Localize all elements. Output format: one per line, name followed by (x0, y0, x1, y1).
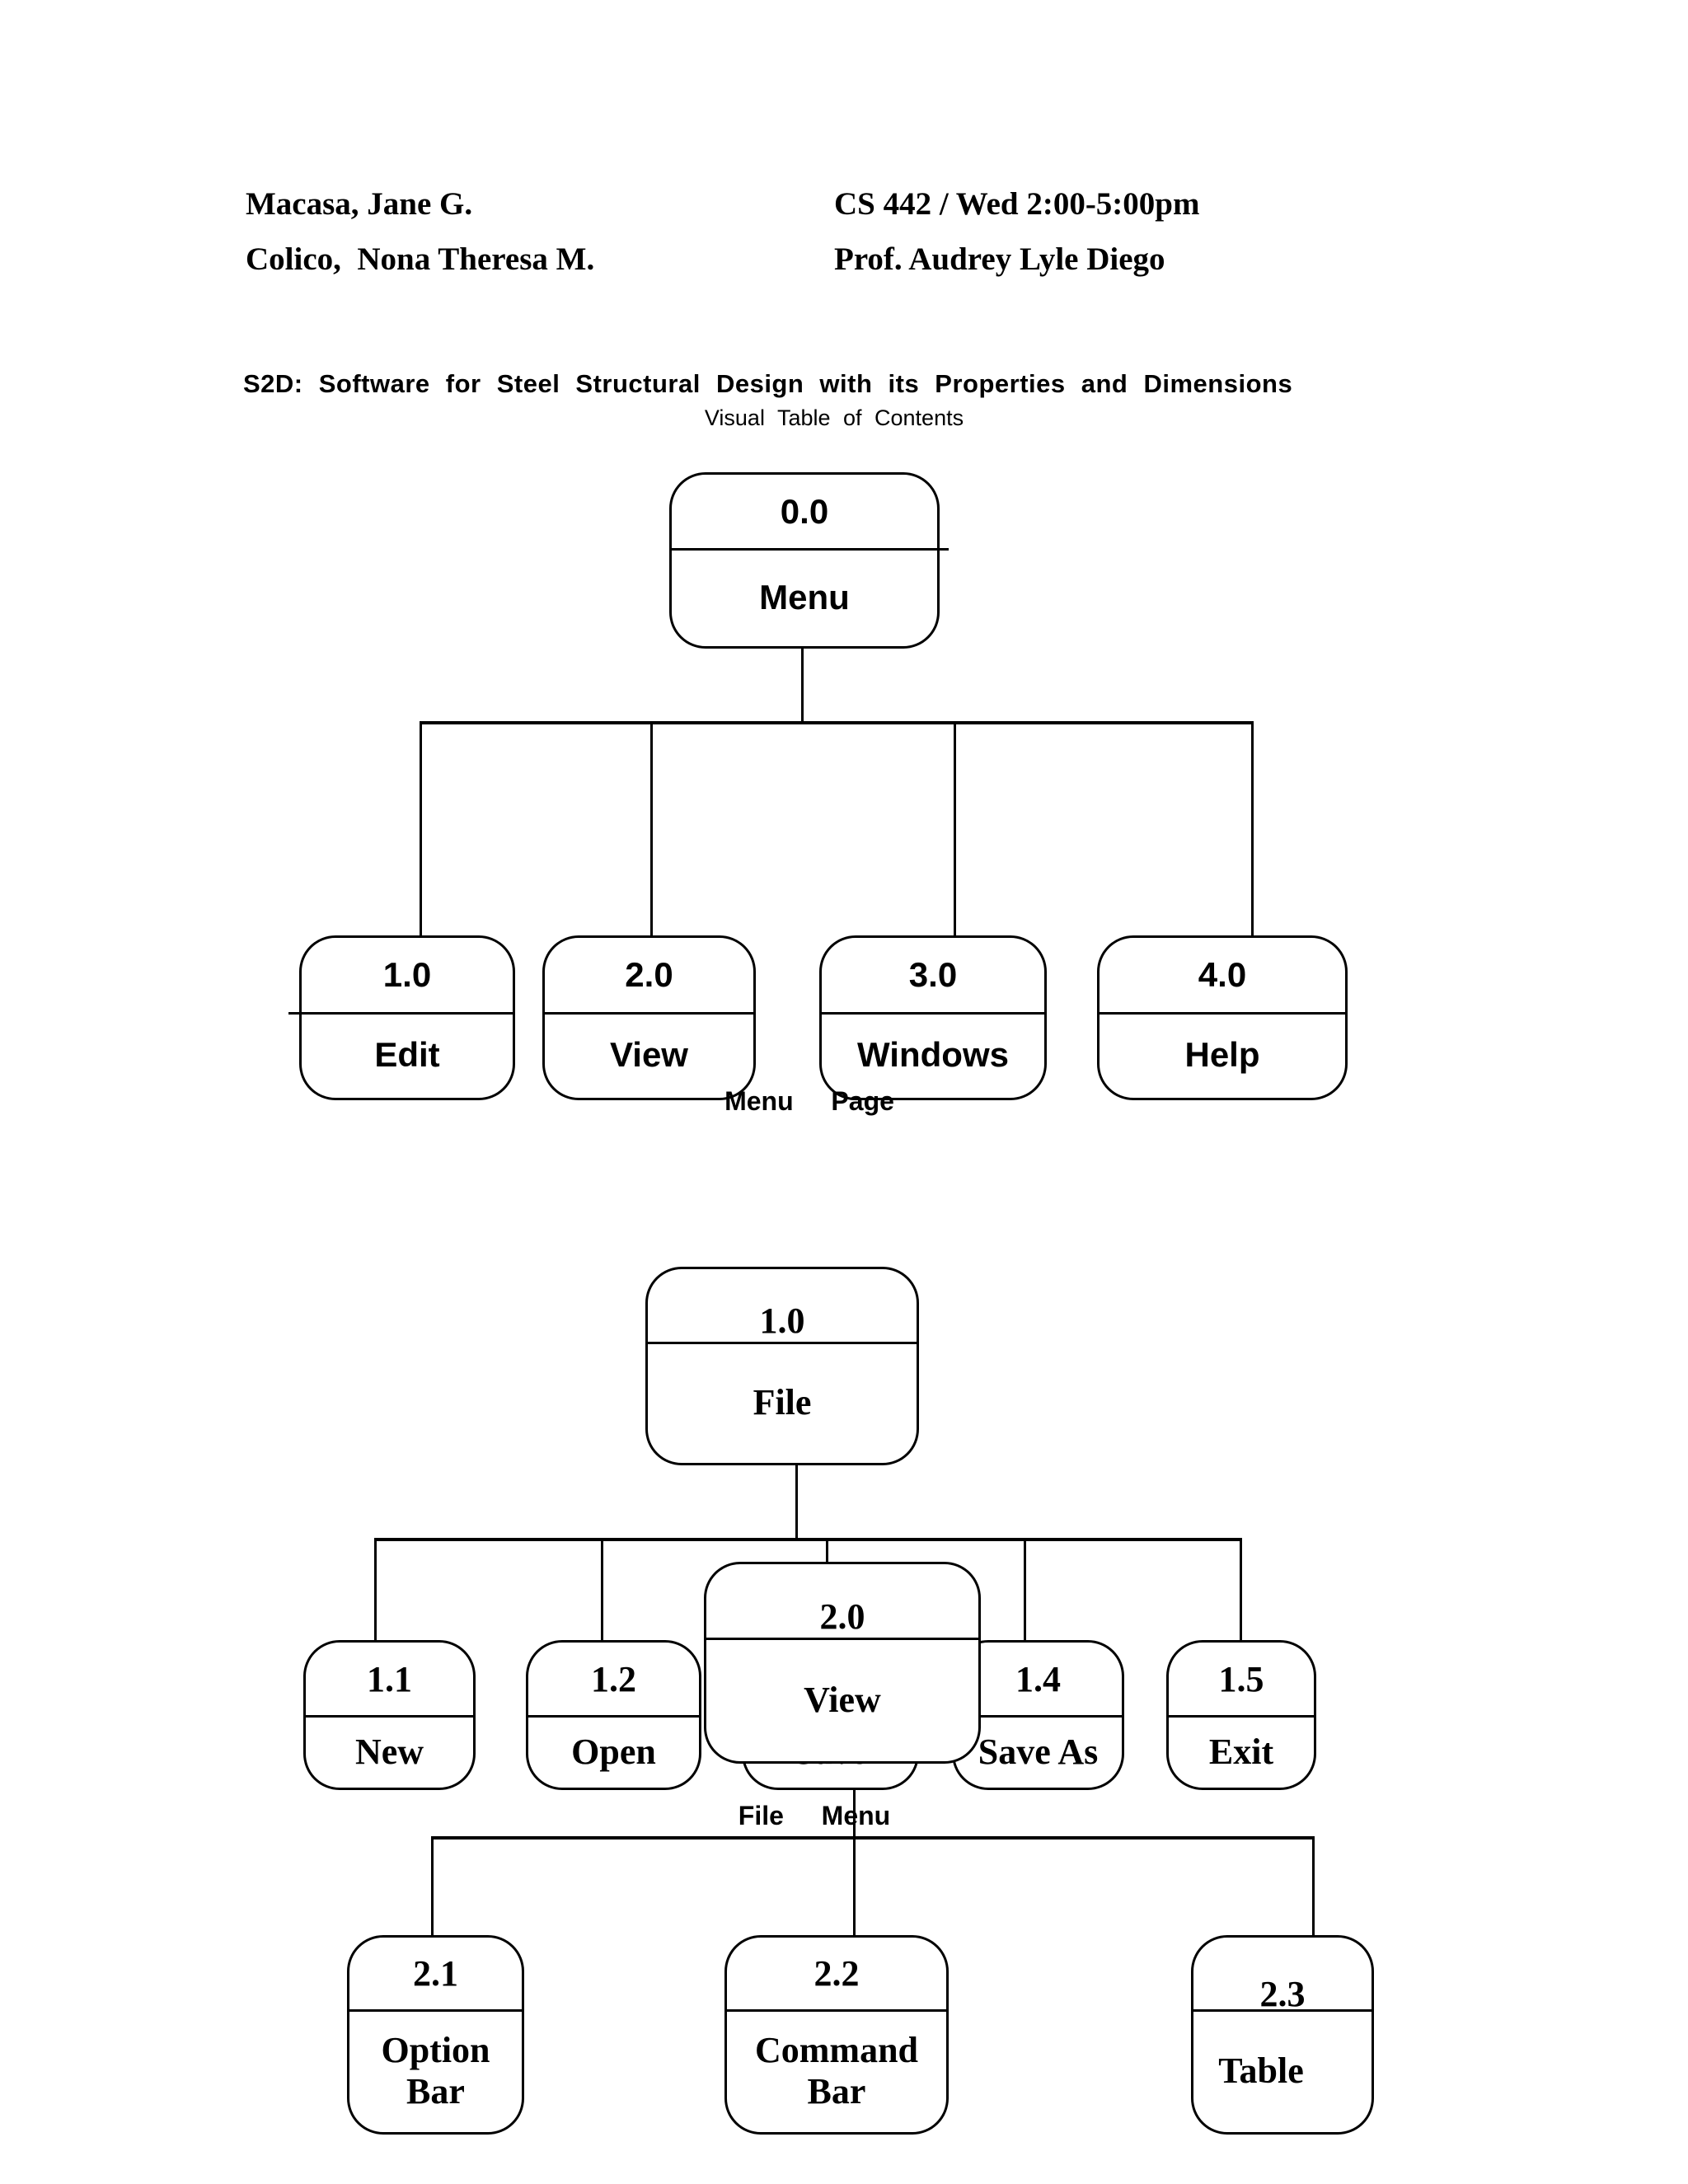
node-divider (545, 1012, 753, 1015)
connector-line (1312, 1836, 1315, 1937)
node-divider (1169, 1715, 1314, 1718)
node-label: Windows (857, 1035, 1009, 1074)
node-number: 1.0 (759, 1301, 805, 1341)
connector-line (420, 721, 1254, 724)
node-help: 4.0 Help (1097, 935, 1348, 1100)
node-open: 1.2 Open (526, 1640, 701, 1790)
node-label: Option Bar (381, 2029, 490, 2111)
node-label: View (804, 1679, 881, 1720)
connector-line (420, 721, 422, 937)
node-divider (528, 1715, 699, 1718)
connector-line (801, 649, 804, 723)
node-number: 1.0 (382, 955, 432, 994)
header-course: CS 442 / Wed 2:00-5:00pm (834, 186, 1200, 222)
node-divider (954, 1715, 1122, 1718)
node-menu-root: 0.0 Menu (669, 472, 949, 649)
node-exit: 1.5 Exit (1166, 1640, 1316, 1790)
node-number: 2.2 (814, 1953, 860, 1994)
node-label: Help (1184, 1035, 1260, 1074)
connector-line (601, 1538, 603, 1642)
connector-line (954, 721, 956, 937)
node-label: File (753, 1382, 812, 1422)
node-view-menu: 2.0 View (542, 935, 756, 1100)
caption-menu-page: Menu Page (724, 1086, 894, 1116)
connector-line (853, 1764, 856, 1937)
header-student-2: Colico, Nona Theresa M. (246, 241, 595, 277)
node-option-bar: 2.1 Option Bar (347, 1935, 524, 2135)
connector-line (795, 1465, 798, 1540)
node-divider (648, 1342, 917, 1344)
header-student-1: Macasa, Jane G. (246, 186, 473, 222)
node-number: 1.4 (1015, 1658, 1061, 1699)
node-divider (306, 1715, 473, 1718)
node-label: Menu (759, 577, 850, 616)
node-number: 2.1 (413, 1953, 458, 1994)
connector-line (431, 1836, 1315, 1840)
node-divider (822, 1012, 1044, 1015)
node-table: 2.3 Table (1191, 1935, 1374, 2135)
node-number: 4.0 (1198, 955, 1247, 994)
node-divider (672, 548, 949, 551)
node-number: 2.3 (1259, 1974, 1306, 2014)
caption-file-menu: File Menu (738, 1801, 891, 1830)
node-divider (706, 1638, 978, 1640)
node-number: 1.5 (1218, 1658, 1264, 1699)
node-number: 3.0 (908, 955, 958, 994)
node-divider (727, 2009, 946, 2012)
node-label: Table (1218, 2050, 1304, 2091)
node-divider (1100, 1012, 1345, 1015)
node-label: Exit (1208, 1731, 1274, 1772)
node-number: 1.2 (591, 1658, 636, 1699)
node-file-root: 1.0 File (645, 1267, 919, 1465)
node-label: View (610, 1035, 688, 1074)
node-number: 0.0 (780, 491, 829, 531)
node-divider (1193, 2009, 1372, 2012)
node-label: Command Bar (754, 2029, 919, 2111)
node-command-bar: 2.2 Command Bar (724, 1935, 949, 2135)
node-label: New (354, 1731, 424, 1772)
node-divider (288, 1012, 513, 1015)
connector-line (1240, 1538, 1242, 1642)
node-edit: 1.0 Edit (288, 935, 515, 1100)
node-windows: 3.0 Windows (819, 935, 1047, 1100)
connector-line (374, 1538, 1242, 1541)
node-number: 2.0 (625, 955, 673, 994)
node-label: Open (571, 1731, 656, 1772)
node-divider (349, 2009, 522, 2012)
connector-line (431, 1836, 434, 1937)
node-new: 1.1 New (303, 1640, 476, 1790)
header-professor: Prof. Audrey Lyle Diego (834, 241, 1165, 277)
node-label: Edit (374, 1035, 440, 1074)
node-label: Save As (978, 1731, 1099, 1772)
connector-line (374, 1538, 377, 1642)
connector-line (650, 721, 653, 937)
node-number: 2.0 (819, 1596, 865, 1637)
page-title: S2D: Software for Steel Structural Desig… (243, 369, 1293, 398)
connector-line (1251, 721, 1254, 937)
node-view-overlay: 2.0 View (704, 1562, 981, 1764)
connector-line (1024, 1538, 1026, 1643)
page-subtitle: Visual Table of Contents (704, 405, 964, 430)
node-number: 1.1 (367, 1658, 412, 1699)
